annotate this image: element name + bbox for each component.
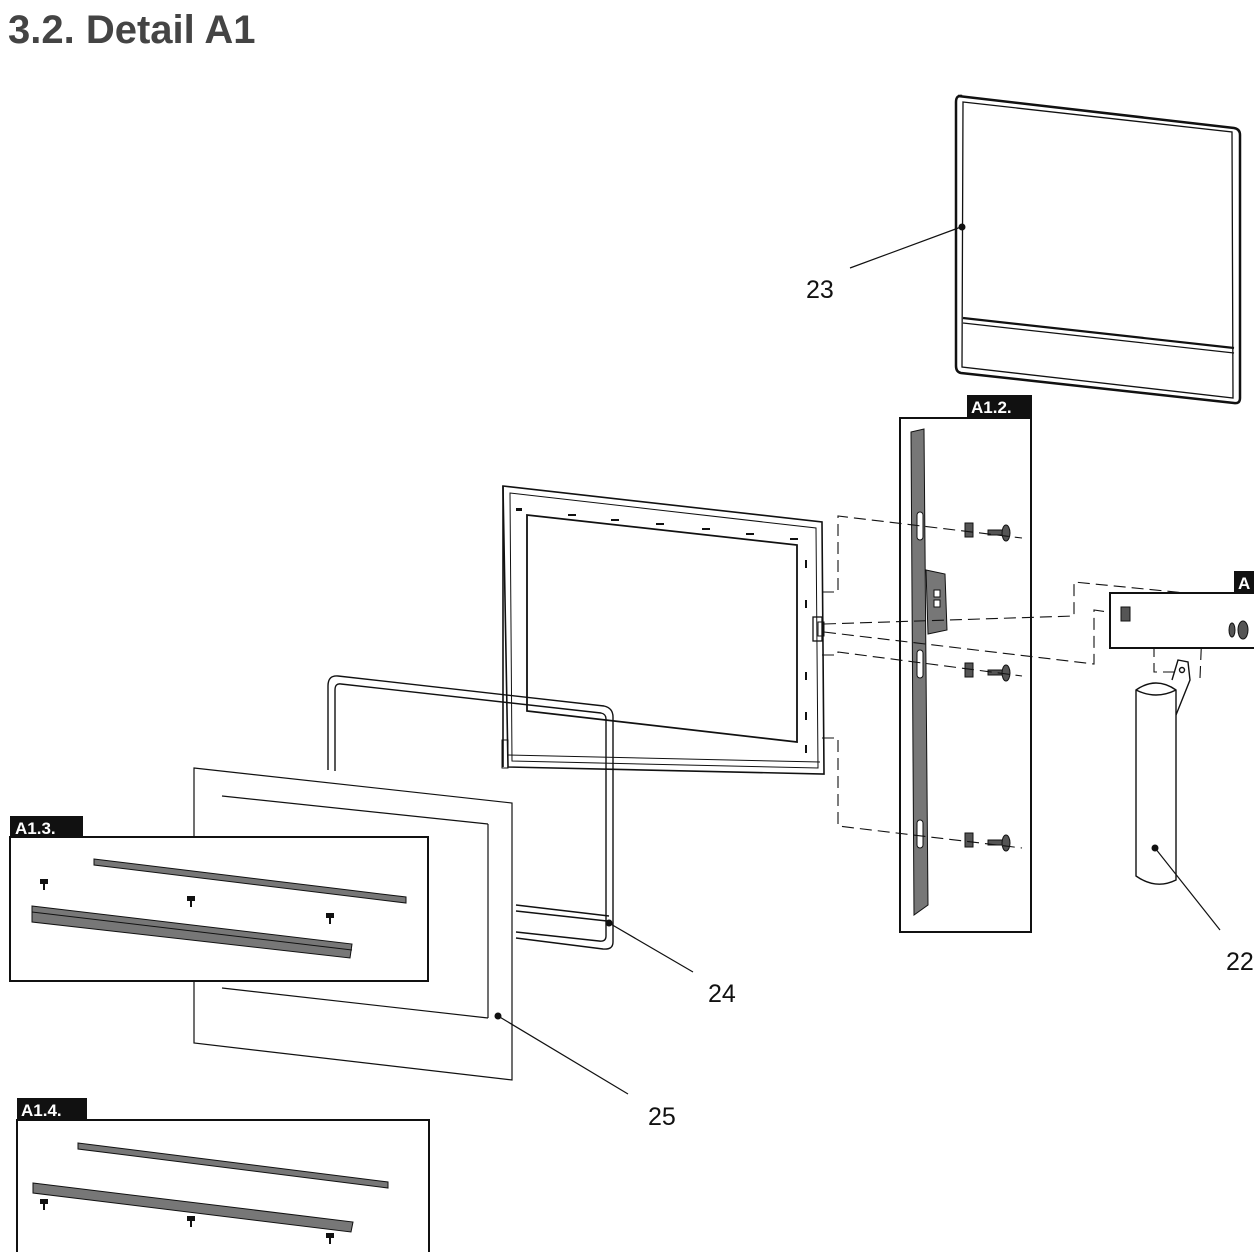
- detail-label-a1-4: A1.4.: [21, 1101, 62, 1120]
- leader-25: [494, 1012, 629, 1095]
- handle-22: [1135, 659, 1191, 885]
- page-title: 3.2. Detail A1: [8, 8, 256, 52]
- door-frame: [501, 485, 825, 775]
- leader-23: [849, 223, 966, 269]
- leader-22: [1151, 844, 1221, 931]
- detail-label-a-partial: A: [1238, 574, 1250, 593]
- detail-box-a1-2: A1.2.: [899, 395, 1032, 933]
- callout-23: 23: [806, 276, 834, 304]
- detail-box-a-partial: A: [1109, 571, 1254, 649]
- gasket-24: [327, 675, 614, 950]
- detail-label-a1-3: A1.3.: [15, 819, 56, 838]
- detail-box-a1-3: A1.3.: [9, 816, 429, 982]
- callout-22: 22: [1226, 948, 1254, 976]
- callout-24: 24: [708, 980, 736, 1008]
- detail-box-a1-4: A1.4.: [16, 1098, 430, 1252]
- callout-25: 25: [648, 1103, 676, 1131]
- glass-panel-23: [954, 94, 1242, 405]
- leader-24: [605, 919, 694, 973]
- detail-label-a1-2: A1.2.: [971, 398, 1012, 417]
